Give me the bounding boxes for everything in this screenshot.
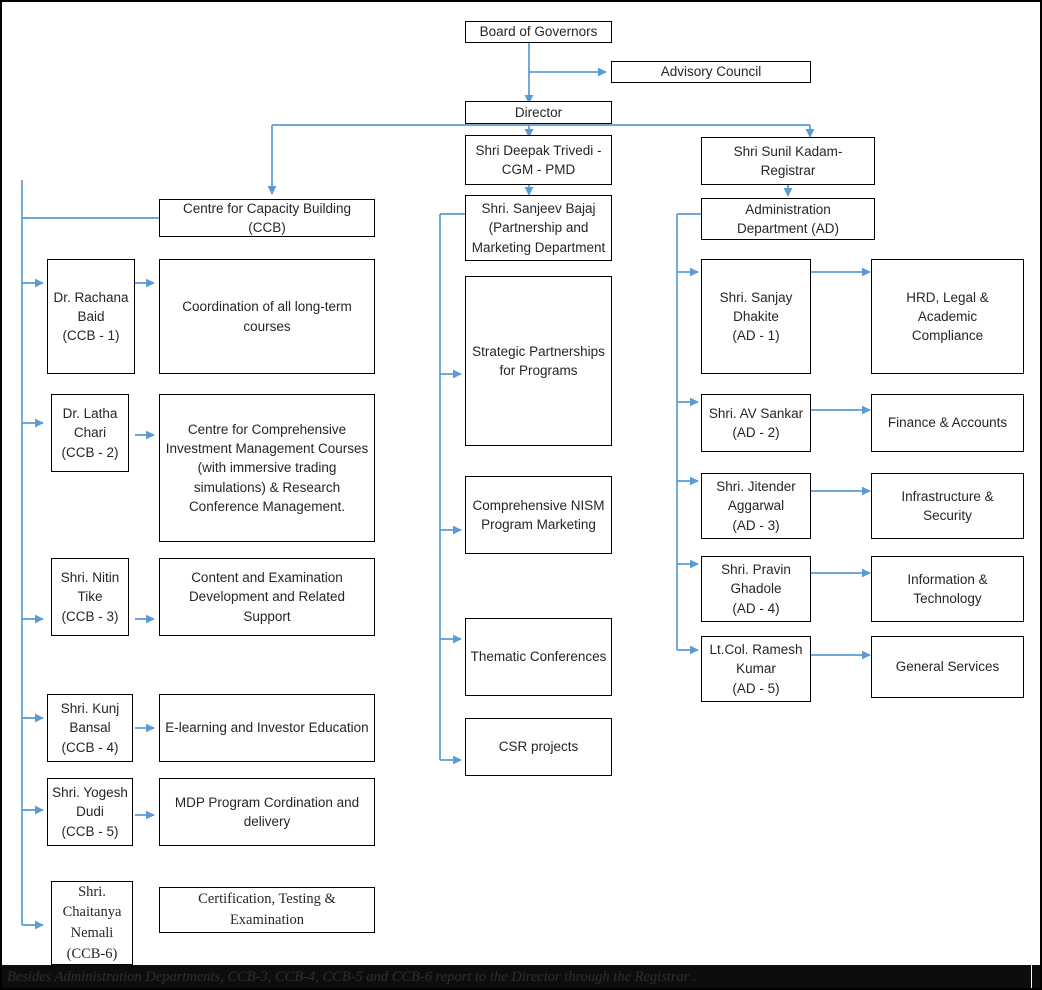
box-ccb-function-2[interactable]: Centre for Comprehensive Investment Mana… xyxy=(159,394,375,542)
box-ccb-function-5[interactable]: MDP Program Cordination and delivery xyxy=(159,778,375,846)
box-admin-person-2[interactable]: Shri. AV Sankar (AD - 2) xyxy=(701,394,811,452)
ccb-person-1-text: Dr. Rachana Baid (CCB - 1) xyxy=(53,289,129,344)
box-admin-function-5[interactable]: General Services xyxy=(871,636,1024,698)
box-ccb-person-5[interactable]: Shri. Yogesh Dudi (CCB - 5) xyxy=(47,778,133,846)
box-ccb-head[interactable]: Centre for Capacity Building (CCB) xyxy=(159,199,375,237)
box-admin-function-2[interactable]: Finance & Accounts xyxy=(871,394,1024,452)
ccb-person-3-text: Shri. Nitin Tike (CCB - 3) xyxy=(60,570,120,624)
box-ccb-person-4[interactable]: Shri. Kunj Bansal (CCB - 4) xyxy=(47,694,133,762)
ccb-person-2-text: Dr. Latha Chari (CCB - 2) xyxy=(61,406,119,460)
box-pmd-function-4[interactable]: CSR projects xyxy=(465,718,612,776)
box-pmd-function-1[interactable]: Strategic Partnerships for Programs xyxy=(465,276,612,446)
admin-person-3-text: Shri. Jitender Aggarwal (AD - 3) xyxy=(716,479,796,533)
box-admin-function-1[interactable]: HRD, Legal & Academic Compliance xyxy=(871,259,1024,374)
admin-person-4-text: Shri. Pravin Ghadole (AD - 4) xyxy=(721,562,791,616)
box-ccb-person-3[interactable]: Shri. Nitin Tike (CCB - 3) xyxy=(51,558,129,636)
box-admin-function-4[interactable]: Information & Technology xyxy=(871,556,1024,622)
box-admin-person-1[interactable]: Shri. Sanjay Dhakite (AD - 1) xyxy=(701,259,811,374)
admin-person-5-text: Lt.Col. Ramesh Kumar (AD - 5) xyxy=(709,642,803,696)
box-ccb-function-3[interactable]: Content and Examination Development and … xyxy=(159,558,375,636)
box-director[interactable]: Director xyxy=(465,101,612,124)
admin-person-2-text: Shri. AV Sankar (AD - 2) xyxy=(708,405,804,440)
admin-person-1-text: Shri. Sanjay Dhakite (AD - 1) xyxy=(719,289,793,344)
box-pmd-function-2[interactable]: Comprehensive NISM Program Marketing xyxy=(465,476,612,554)
box-admin-head[interactable]: Administration Department (AD) xyxy=(701,198,875,240)
ccb-person-5-text: Shri. Yogesh Dudi (CCB - 5) xyxy=(52,785,128,839)
footer-note-text: Besides Administration Departments, CCB-… xyxy=(7,969,697,985)
box-ccb-function-1[interactable]: Coordination of all long-term courses xyxy=(159,259,375,374)
box-ccb-person-6[interactable]: Shri. Chaitanya Nemali (CCB-6) xyxy=(51,881,133,965)
box-registrar[interactable]: Shri Sunil Kadam- Registrar xyxy=(701,137,875,185)
box-board-of-governors[interactable]: Board of Governors xyxy=(465,21,612,43)
box-admin-function-3[interactable]: Infrastructure & Security xyxy=(871,473,1024,539)
box-ccb-function-4[interactable]: E-learning and Investor Education xyxy=(159,694,375,762)
box-pmd-lead[interactable]: Shri Deepak Trivedi - CGM - PMD xyxy=(465,135,612,185)
box-admin-person-3[interactable]: Shri. Jitender Aggarwal (AD - 3) xyxy=(701,473,811,539)
box-ccb-person-2[interactable]: Dr. Latha Chari (CCB - 2) xyxy=(51,394,129,472)
ccb-person-4-text: Shri. Kunj Bansal (CCB - 4) xyxy=(60,701,120,755)
box-pmd-head[interactable]: Shri. Sanjeev Bajaj (Partnership and Mar… xyxy=(465,195,612,261)
box-ccb-function-6[interactable]: Certification, Testing & Examination xyxy=(159,887,375,933)
footer-right-divider xyxy=(1031,965,1032,988)
ccb-person-6-text: Shri. Chaitanya Nemali (CCB-6) xyxy=(62,883,122,962)
box-admin-person-4[interactable]: Shri. Pravin Ghadole (AD - 4) xyxy=(701,556,811,622)
footer-note: Besides Administration Departments, CCB-… xyxy=(2,965,1040,988)
box-pmd-function-3[interactable]: Thematic Conferences xyxy=(465,618,612,696)
box-ccb-person-1[interactable]: Dr. Rachana Baid (CCB - 1) xyxy=(47,259,135,374)
box-advisory-council[interactable]: Advisory Council xyxy=(611,61,811,83)
box-admin-person-5[interactable]: Lt.Col. Ramesh Kumar (AD - 5) xyxy=(701,636,811,702)
